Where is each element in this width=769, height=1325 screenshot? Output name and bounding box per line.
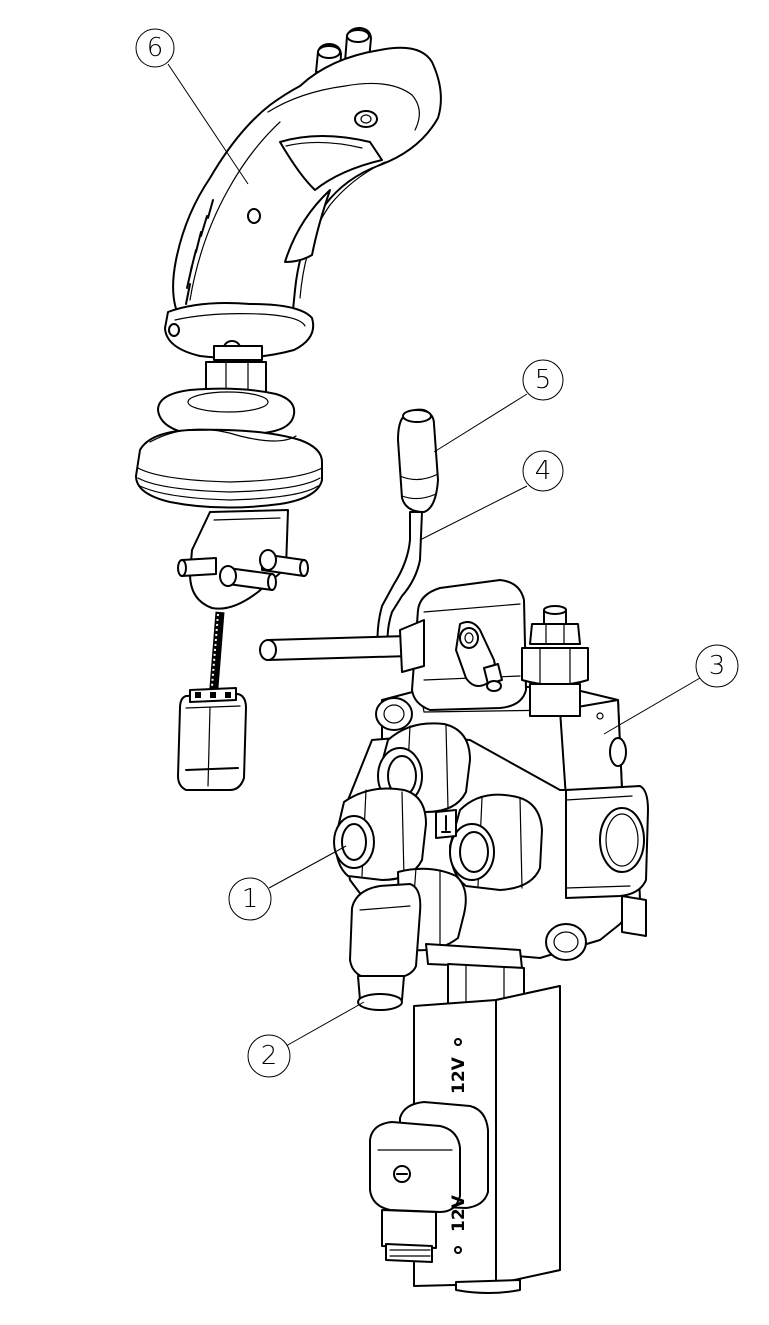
port-fitting-center [449, 793, 543, 891]
callout-5-number: 5 [535, 365, 552, 395]
callout-4: 4 [419, 450, 564, 541]
lower-solenoid-coil [369, 1101, 489, 1263]
relief-valve-adjuster [521, 605, 589, 717]
rubber-boot [135, 387, 323, 509]
coil-voltage-label: 12V [449, 1194, 469, 1232]
joystick-cable [208, 611, 225, 701]
handle-top-buttons [315, 27, 372, 73]
callout-2: 2 [247, 1001, 365, 1078]
grip-ribs [185, 199, 214, 305]
callout-1-number: 1 [242, 884, 259, 914]
port-fitting-left [333, 787, 427, 881]
top-solenoid-actuator [399, 579, 527, 711]
elbow-fitting [349, 867, 467, 1011]
callout-6-number: 6 [147, 33, 164, 63]
callout-2-number: 2 [261, 1041, 278, 1071]
callout-1: 1 [228, 845, 347, 921]
port-label [435, 809, 457, 839]
block-voltage-label: 12V [449, 1056, 469, 1094]
callout-3: 3 [603, 644, 739, 735]
joystick-mount-bracket [177, 509, 309, 610]
callout-4-number: 4 [535, 456, 552, 486]
callout-5: 5 [433, 359, 564, 453]
joystick-connector [177, 687, 247, 791]
callout-6: 6 [135, 28, 249, 185]
callout-3-number: 3 [709, 651, 726, 681]
joystick-handle [164, 27, 442, 359]
